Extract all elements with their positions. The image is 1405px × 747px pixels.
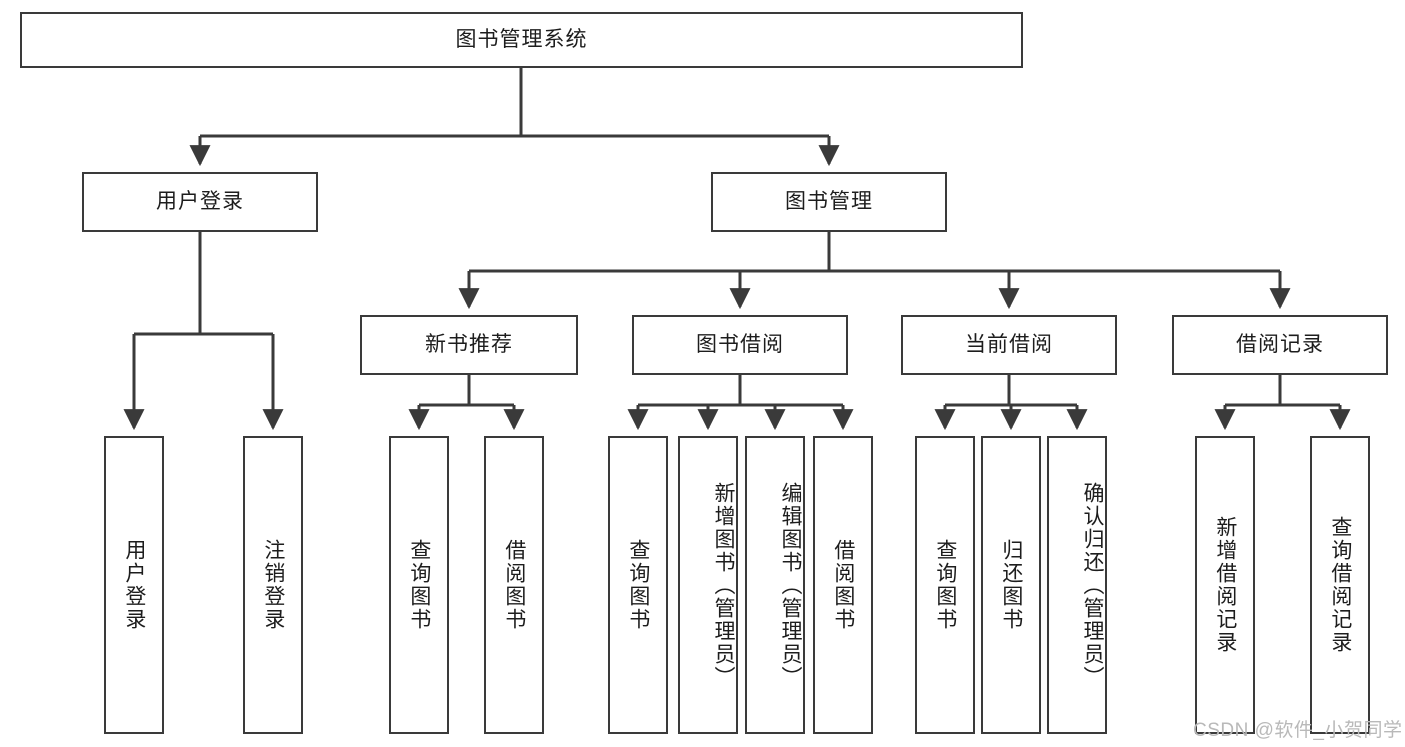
leaf-query-book-current[interactable]: 查询图书 [915,436,975,734]
leaf-add-book-admin-label: 新增图书（管理员） [712,481,735,689]
leaf-return-book[interactable]: 归还图书 [981,436,1041,734]
node-book-management-label: 图书管理 [785,190,873,214]
leaf-logout-label: 注销登录 [261,539,285,631]
leaf-confirm-return-admin-label: 确认归还（管理员） [1081,481,1104,689]
leaf-logout[interactable]: 注销登录 [243,436,303,734]
node-new-book-recommend-label: 新书推荐 [425,333,513,357]
node-root[interactable]: 图书管理系统 [20,12,1023,68]
leaf-query-borrow-record-label: 查询借阅记录 [1328,516,1352,654]
node-new-book-recommend[interactable]: 新书推荐 [360,315,578,375]
node-borrow-record[interactable]: 借阅记录 [1172,315,1388,375]
node-root-label: 图书管理系统 [455,28,588,52]
node-current-borrow-label: 当前借阅 [965,333,1053,357]
leaf-add-borrow-record-label: 新增借阅记录 [1213,516,1237,654]
node-book-borrow-label: 图书借阅 [696,333,784,357]
node-user-login-label: 用户登录 [156,190,244,214]
leaf-query-borrow-record[interactable]: 查询借阅记录 [1310,436,1370,734]
leaf-edit-book-admin-label: 编辑图书（管理员） [779,481,802,689]
leaf-borrow-book-label: 借阅图书 [831,539,855,631]
leaf-user-login[interactable]: 用户登录 [104,436,164,734]
leaf-borrow-book-recommend[interactable]: 借阅图书 [484,436,544,734]
node-book-management[interactable]: 图书管理 [711,172,947,232]
leaf-query-book-borrow[interactable]: 查询图书 [608,436,668,734]
node-user-login[interactable]: 用户登录 [82,172,318,232]
leaf-query-book-current-label: 查询图书 [933,539,957,631]
leaf-borrow-book-recommend-label: 借阅图书 [502,539,526,631]
node-borrow-record-label: 借阅记录 [1236,333,1324,357]
leaf-borrow-book[interactable]: 借阅图书 [813,436,873,734]
leaf-add-borrow-record[interactable]: 新增借阅记录 [1195,436,1255,734]
leaf-add-book-admin[interactable]: 新增图书（管理员） [678,436,738,734]
leaf-user-login-label: 用户登录 [122,539,146,631]
leaf-query-book-recommend[interactable]: 查询图书 [389,436,449,734]
leaf-return-book-label: 归还图书 [999,539,1023,631]
leaf-query-book-borrow-label: 查询图书 [626,539,650,631]
node-book-borrow[interactable]: 图书借阅 [632,315,848,375]
leaf-confirm-return-admin[interactable]: 确认归还（管理员） [1047,436,1107,734]
leaf-edit-book-admin[interactable]: 编辑图书（管理员） [745,436,805,734]
csdn-watermark: CSDN @软件_小贺同学 [1193,720,1403,741]
node-current-borrow[interactable]: 当前借阅 [901,315,1117,375]
leaf-query-book-recommend-label: 查询图书 [407,539,431,631]
